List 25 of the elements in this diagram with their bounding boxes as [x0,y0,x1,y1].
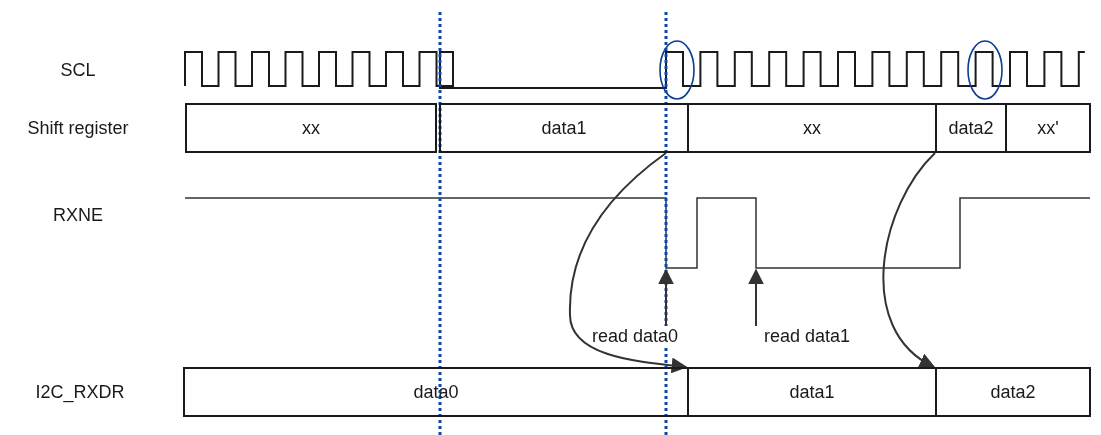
cell-value: data1 [789,381,835,403]
arrow [569,152,688,374]
cell-value: data0 [413,381,459,403]
leader-line [658,268,674,327]
register-cell [185,103,437,153]
register-cell [687,367,937,417]
signal-name: RXNE [53,204,103,226]
signal-name: I2C_RXDR [35,381,125,403]
register-cell [1005,103,1091,153]
annotation-text: read data0 [592,326,679,346]
cell-value: data1 [541,117,587,139]
cell-value: xx' [1037,117,1059,139]
register-cell [935,367,1091,417]
cell-value: data2 [948,117,994,139]
register-cell [439,103,689,153]
register-cell [183,367,689,417]
cell-value: data2 [990,381,1036,403]
arrow [882,152,936,368]
register-cell [935,103,1007,153]
cell-value: xx [803,117,821,139]
cell-value: xx [302,117,320,139]
signal-name: SCL [60,59,96,81]
register-cell [687,103,937,153]
leader-line [748,268,764,327]
signal-name: Shift register [27,117,129,139]
